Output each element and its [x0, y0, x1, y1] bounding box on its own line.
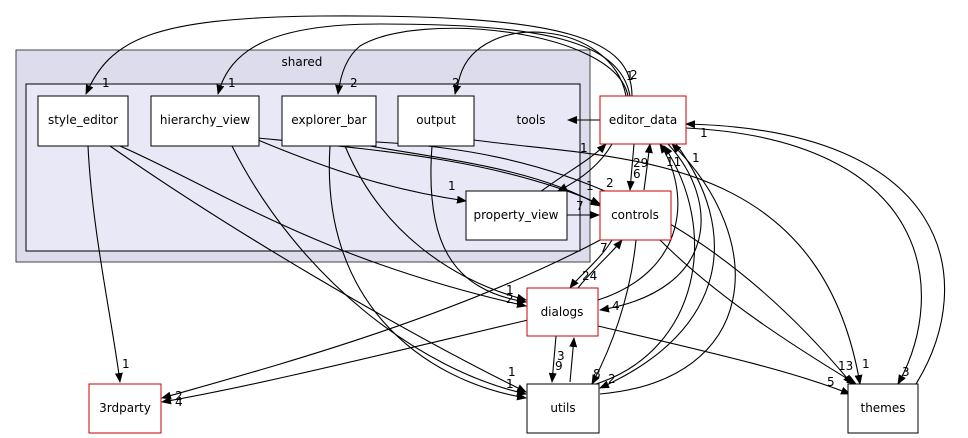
edge-label: 2	[175, 389, 183, 403]
edge-output-themes	[473, 139, 863, 385]
edge-controls-utils	[591, 239, 637, 385]
edge-label: 1	[122, 357, 130, 371]
edge-label: 8	[593, 367, 601, 381]
edge-label: 3	[557, 349, 565, 363]
edge-label: 1	[508, 365, 516, 379]
cluster-shared-label: shared	[282, 55, 323, 69]
edge-editor-data-utils	[599, 143, 715, 389]
edge-label: 24	[582, 269, 597, 283]
node-hierarchy-view[interactable]: hierarchy_view	[150, 95, 260, 147]
node-label: 3rdparty	[99, 401, 151, 415]
edge-style-editor-dialogs	[119, 145, 527, 308]
node-label: hierarchy_view	[160, 113, 250, 127]
node-label: explorer_bar	[291, 113, 367, 127]
node-property-view[interactable]: property_view	[465, 190, 568, 241]
node-label: output	[416, 113, 456, 127]
edge-label: 2	[630, 68, 638, 82]
edge-utils-editor-data	[599, 143, 736, 395]
node-output[interactable]: output	[397, 95, 475, 147]
edge-controls-themes	[659, 239, 857, 385]
edge-label: 1	[580, 141, 588, 155]
edge-editor-data-dialogs	[599, 143, 702, 313]
edge-label: 4	[612, 299, 620, 313]
edge-editor-data-controls	[626, 143, 635, 191]
edge-explorer-bar-utils	[328, 145, 527, 401]
edge-explorer-bar-controls	[369, 145, 601, 207]
node-3rdparty[interactable]: 3rdparty	[88, 383, 162, 434]
edge-label: 1	[862, 357, 870, 371]
edge-label: 3	[902, 365, 910, 379]
edges	[85, 15, 946, 405]
edge-dialogs-editor-data	[597, 143, 679, 301]
edge-editor-data-explorer-bar	[335, 27, 629, 97]
edge-label: 1	[626, 69, 634, 83]
node-dialogs[interactable]: dialogs	[526, 287, 599, 337]
cluster-tools-label: tools	[517, 113, 546, 127]
edge-label: 2	[606, 176, 614, 190]
edge-dialogs-themes	[597, 325, 851, 395]
node-label: property_view	[473, 208, 558, 222]
edge-label: 2	[350, 76, 358, 90]
edge-label: 2	[452, 76, 460, 90]
edge-label: 2	[608, 372, 616, 386]
edge-label: 1	[586, 179, 594, 193]
edge-label: 1	[228, 76, 236, 90]
edge-label: 4	[175, 395, 183, 409]
edge-label: 2	[506, 292, 514, 306]
edge-label: 7	[600, 241, 608, 255]
edge-property-view-editor-data	[539, 143, 607, 193]
edge-label: 7	[576, 199, 584, 213]
edge-label: 5	[827, 375, 835, 389]
edge-controls-3rdparty	[161, 237, 605, 400]
node-label: themes	[860, 401, 905, 415]
edge-label: 1	[448, 179, 456, 193]
edge-output-dialogs	[430, 145, 527, 305]
node-explorer-bar[interactable]: explorer_bar	[281, 95, 377, 147]
edge-label: 1	[692, 151, 700, 165]
edge-explorer-bar-dialogs	[344, 145, 527, 302]
edge-controls-dialogs	[569, 239, 613, 289]
node-controls[interactable]: controls	[599, 190, 672, 241]
edge-label: 11	[666, 155, 681, 169]
edge-editor-data-style-editor	[85, 15, 633, 97]
edge-label: 1	[102, 76, 110, 90]
edge-label: 1	[506, 377, 514, 391]
node-label: dialogs	[541, 305, 584, 319]
edge-utils-dialogs	[569, 337, 578, 383]
edge-label: 1	[506, 283, 514, 297]
edge-themes-editor-data	[685, 120, 946, 385]
node-utils[interactable]: utils	[526, 383, 600, 434]
edge-label: 29	[633, 156, 648, 170]
edge-hierarchy-view-utils	[231, 145, 527, 396]
edge-controls-editor-data	[643, 143, 653, 191]
edge-editor-data-output	[453, 31, 627, 97]
edge-label: 6	[633, 167, 641, 181]
edge-dialogs-controls	[577, 239, 623, 289]
edge-editor-data-property-view	[557, 143, 613, 192]
node-themes[interactable]: themes	[847, 383, 919, 434]
node-label: utils	[550, 401, 575, 415]
edge-utils-editor-data-2	[595, 145, 696, 385]
node-label: style_editor	[48, 113, 118, 127]
edge-label: 1	[700, 126, 708, 140]
edge-label: 9	[555, 359, 563, 373]
edge-dialogs-utils	[548, 335, 557, 383]
node-style-editor[interactable]: style_editor	[37, 95, 129, 147]
edge-editor-data-themes	[685, 127, 922, 385]
node-editor-data[interactable]: editor_data	[599, 95, 687, 145]
edge-style-editor-utils	[109, 145, 527, 393]
edge-dialogs-3rdparty	[161, 319, 529, 405]
edge-style-editor-3rdparty	[87, 145, 123, 383]
node-label: editor_data	[609, 113, 677, 127]
edge-label: 13	[838, 359, 853, 373]
node-label: controls	[611, 208, 659, 222]
